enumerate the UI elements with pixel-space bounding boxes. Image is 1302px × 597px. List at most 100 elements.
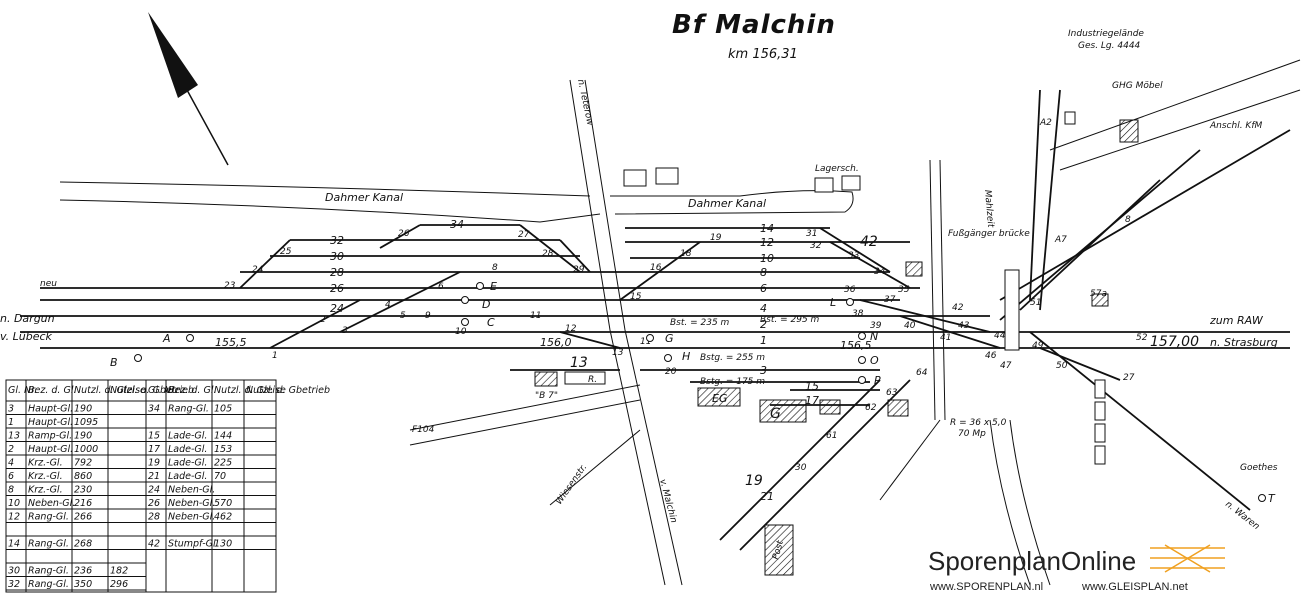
svg-text:34: 34: [450, 218, 464, 231]
km-marks: 155,5 156,0 156,5 157,00: [215, 334, 1199, 352]
table-header: Nutzl. d. Gleise: [74, 385, 146, 396]
table-cell: 10: [8, 498, 20, 509]
svg-text:62: 62: [865, 403, 877, 413]
svg-text:8: 8: [760, 266, 767, 279]
table-cell: 190: [74, 431, 92, 442]
platform-label: Bstg. = 255 m: [700, 353, 765, 363]
svg-text:32: 32: [810, 241, 822, 251]
svg-text:23: 23: [224, 281, 236, 291]
svg-text:28: 28: [542, 249, 554, 259]
brand-url-1: www.SPORENPLAN.nl: [929, 581, 1043, 593]
svg-text:17: 17: [805, 394, 819, 407]
svg-text:15: 15: [630, 292, 642, 302]
table-header: Bez. d. Gl.: [28, 385, 76, 396]
svg-text:P: P: [874, 374, 881, 387]
svg-text:19: 19: [745, 473, 763, 489]
svg-text:57a: 57a: [1090, 289, 1107, 299]
table-cell: Lade-Gl.: [168, 471, 207, 482]
table-cell: Krz.-Gl.: [28, 458, 63, 469]
table-cell: 1000: [74, 444, 98, 455]
label-dargun: n. Dargun: [0, 312, 55, 325]
table-cell: 30: [8, 566, 20, 577]
label-goethes: Goethes: [1240, 463, 1278, 473]
km-mark: 156,0: [540, 336, 572, 349]
table-header: Gl. Nr.: [148, 385, 177, 396]
svg-text:5: 5: [400, 311, 406, 321]
svg-text:O: O: [870, 354, 879, 367]
svg-text:39: 39: [870, 321, 882, 331]
table-cell: Haupt-Gl.: [28, 417, 73, 428]
table-cell: Neben-Gl.: [168, 512, 215, 523]
table-header: Bez. d. Gl.: [168, 385, 216, 396]
table-cell: 1095: [74, 417, 98, 428]
north-arrow-icon: [148, 12, 229, 166]
svg-text:25: 25: [280, 247, 292, 257]
svg-text:9: 9: [425, 311, 431, 321]
table-header: Nutzl. d. Gleise: [214, 385, 286, 396]
km-mark: 156,5: [840, 339, 872, 352]
label-eg: EG: [712, 392, 727, 405]
label-g: G: [770, 406, 781, 422]
label-teterow: n. Teterow: [575, 79, 595, 128]
svg-text:6: 6: [438, 282, 444, 292]
table-cell: 216: [74, 498, 92, 509]
table-cell: 70: [214, 471, 226, 482]
table-cell: 32: [8, 579, 20, 590]
svg-text:30: 30: [795, 463, 807, 473]
svg-text:43: 43: [958, 321, 970, 331]
svg-text:24: 24: [330, 302, 344, 315]
svg-text:26: 26: [398, 229, 410, 239]
table-cell: 268: [74, 539, 92, 550]
station-title: Bf Malchin: [672, 10, 836, 40]
table-cell: 13: [8, 431, 20, 442]
label-lager: Lagersch.: [815, 164, 859, 174]
svg-text:18: 18: [680, 249, 692, 259]
svg-text:A: A: [162, 332, 171, 345]
table-cell: 6: [8, 471, 14, 482]
label-industrie-2: Ges. Lg. 4444: [1078, 41, 1141, 51]
signals: A B C D E G H L N O P T: [110, 280, 1276, 505]
svg-text:34: 34: [874, 267, 886, 277]
table-cell: 26: [148, 498, 160, 509]
svg-text:64: 64: [916, 368, 928, 378]
svg-text:C: C: [487, 316, 495, 329]
platform-label: Bst. = 235 m: [670, 318, 730, 328]
label-fussganger: Fußgänger brücke: [948, 229, 1030, 239]
table-cell: Rang-Gl.: [28, 566, 69, 577]
table-cell: Rang-Gl.: [28, 579, 69, 590]
svg-text:41: 41: [940, 333, 951, 343]
svg-text:37: 37: [884, 295, 896, 305]
svg-text:26: 26: [330, 282, 344, 295]
km-mark: 157,00: [1150, 334, 1199, 350]
svg-text:47: 47: [1000, 361, 1012, 371]
svg-text:8: 8: [1125, 215, 1131, 225]
table-cell: Haupt-Gl.: [28, 444, 73, 455]
table-header: Nutzl. d. Gbetrieb: [246, 385, 330, 396]
svg-text:6: 6: [760, 282, 767, 295]
svg-text:11: 11: [530, 311, 541, 321]
svg-text:10: 10: [455, 327, 467, 337]
table-cell: 296: [110, 579, 128, 590]
svg-text:44: 44: [994, 331, 1006, 341]
svg-text:61: 61: [826, 431, 837, 441]
table-cell: Rang-Gl.: [168, 404, 209, 415]
table-cell: 17: [148, 444, 160, 455]
platform-label: Bstg. = 175 m: [700, 377, 765, 387]
table-cell: Neben-Gl.: [168, 485, 215, 496]
svg-text:8: 8: [492, 263, 498, 273]
table-cell: 144: [214, 431, 232, 442]
label-b7: "B 7": [535, 391, 558, 401]
svg-text:4: 4: [385, 300, 391, 310]
table-cell: Lade-Gl.: [168, 458, 207, 469]
svg-text:38: 38: [852, 309, 864, 319]
svg-text:27: 27: [518, 230, 530, 240]
table-cell: 153: [214, 444, 232, 455]
label-wiesenstr: Wiesenstr.: [554, 463, 589, 507]
svg-text:36: 36: [844, 285, 856, 295]
table-cell: 2: [8, 444, 14, 455]
table-cell: 570: [214, 498, 232, 509]
table-cell: 28: [148, 512, 160, 523]
table-cell: 34: [148, 404, 160, 415]
table-cell: 24: [148, 485, 160, 496]
